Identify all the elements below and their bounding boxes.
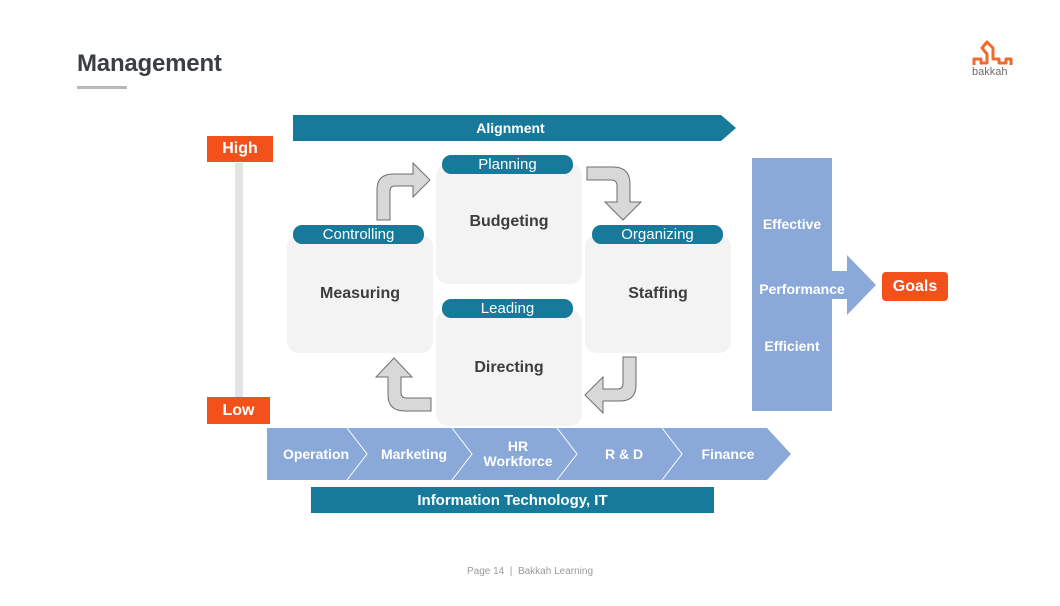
measuring-label: Measuring xyxy=(319,285,400,302)
function-r-and-d: R & D xyxy=(604,445,644,462)
function-operation: Operation xyxy=(282,445,350,462)
high-badge: High xyxy=(207,136,273,162)
function-marketing: Marketing xyxy=(380,445,448,462)
functions-chevron-bar xyxy=(267,428,791,481)
title-underline xyxy=(77,86,127,89)
low-badge: Low xyxy=(207,397,270,424)
budgeting-label: Budgeting xyxy=(469,213,549,230)
organizing-card: Staffing xyxy=(585,235,731,353)
leading-tag: Leading xyxy=(442,299,573,318)
controlling-tag: Controlling xyxy=(293,225,424,244)
hr-line2: Workforce xyxy=(483,453,553,469)
scale-bar xyxy=(235,163,243,398)
function-finance: Finance xyxy=(701,445,755,462)
controlling-card: Measuring xyxy=(287,235,433,353)
logo-text: bakkah xyxy=(972,66,1008,78)
alignment-banner xyxy=(293,115,736,141)
directing-label: Directing xyxy=(474,359,544,376)
alignment-label: Alignment xyxy=(476,120,545,136)
it-bar: Information Technology, IT xyxy=(311,487,714,513)
page-footer: Page 14 | Bakkah Learning xyxy=(466,566,594,577)
performance-label: Performance xyxy=(759,281,845,297)
page-title: Management xyxy=(77,50,222,77)
goals-badge: Goals xyxy=(882,272,948,301)
effective-label: Effective xyxy=(762,216,822,232)
leading-card: Directing xyxy=(436,310,582,426)
function-hr-workforce: HR Workforce xyxy=(474,428,562,480)
arrow-controlling-to-planning-icon xyxy=(376,161,431,221)
arrow-leading-to-controlling-icon xyxy=(374,357,432,412)
planning-tag: Planning xyxy=(442,155,573,174)
bakkah-logo-icon xyxy=(972,40,1013,65)
performance-column xyxy=(752,158,876,411)
hr-line1: HR xyxy=(507,438,529,454)
planning-card: Budgeting xyxy=(436,164,582,284)
arrow-planning-to-organizing-icon xyxy=(586,166,643,221)
arrow-organizing-to-leading-icon xyxy=(584,356,637,415)
efficient-label: Efficient xyxy=(764,338,820,354)
staffing-label: Staffing xyxy=(628,285,688,302)
organizing-tag: Organizing xyxy=(592,225,723,244)
